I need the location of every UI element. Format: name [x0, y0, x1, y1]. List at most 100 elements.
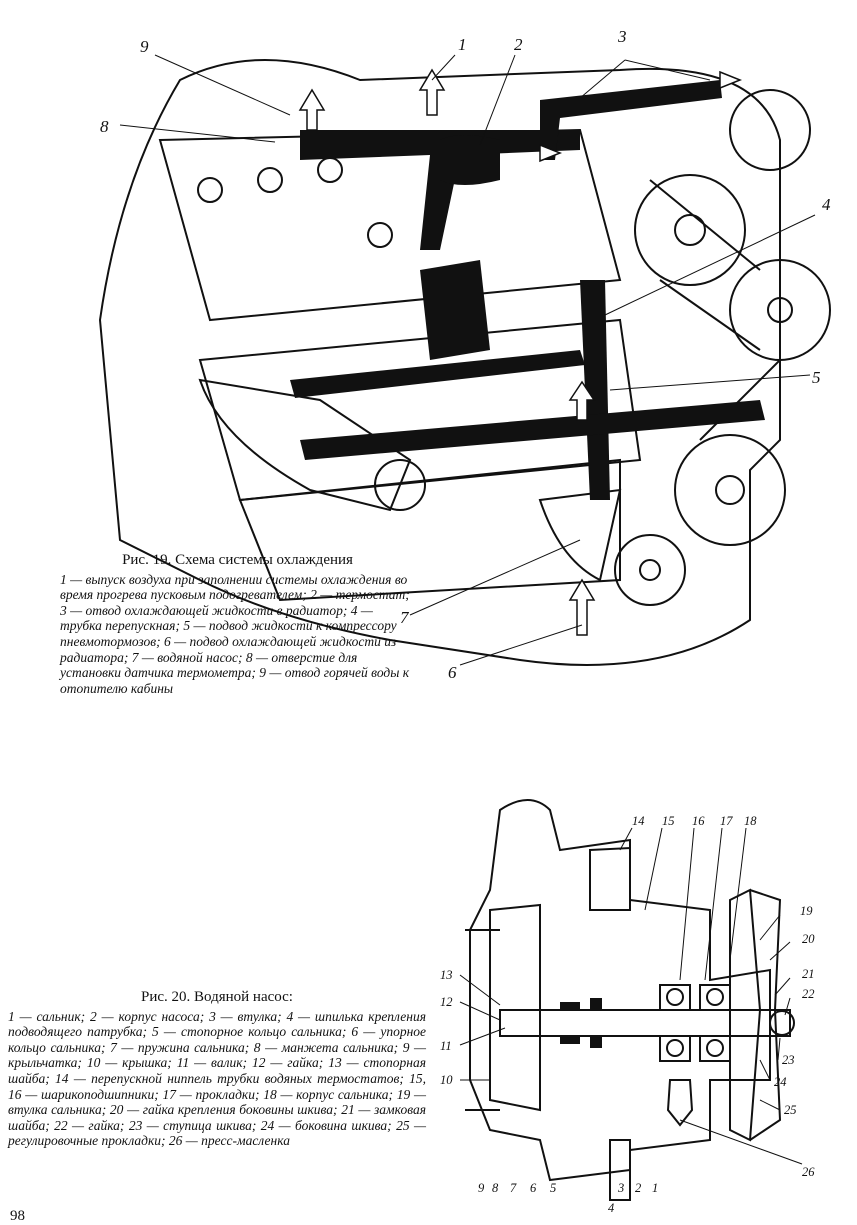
fig20-legend-text: — манжета сальника;	[260, 1039, 403, 1055]
fig20-legend-number: 22	[54, 1117, 68, 1133]
fig20-legend-number: 26	[168, 1133, 183, 1149]
fig20-legend-entry: 19 — втулка сальника;	[8, 1087, 426, 1118]
fig20-legend-entry: 18 — корпус сальника;	[263, 1087, 397, 1102]
fig20-callout-1: 1	[652, 1181, 658, 1195]
fig20-legend-entry: 9 — крыльчатка;	[8, 1040, 426, 1071]
fig19-callout-1: 1	[458, 35, 467, 54]
figure-19-legend: 1 — выпуск воздуха при заполнении систем…	[60, 572, 410, 696]
fig20-legend-number: 20	[109, 1102, 124, 1118]
fig20-legend-entry: 26 — пресс-масленка	[169, 1133, 290, 1148]
fig19-callout-6: 6	[448, 663, 457, 682]
fig20-legend-text: — крышка;	[100, 1055, 177, 1071]
fig20-legend-entry: 5 — стопорное кольцо сальника;	[152, 1024, 351, 1039]
fig19-callout-4: 4	[822, 195, 831, 214]
fig20-legend-text: — ступица шкива;	[142, 1117, 261, 1133]
fig19-legend-text: — трубка перепускная;	[60, 602, 373, 634]
fig19-legend-text: — термостат;	[316, 587, 410, 603]
fig19-legend-number: 2	[310, 587, 317, 603]
fig20-legend-number: 9	[402, 1039, 410, 1055]
page-number: 98	[10, 1208, 25, 1224]
fig20-legend-text: — гайка;	[67, 1117, 129, 1133]
fig19-legend-number: 9	[259, 665, 266, 681]
fig20-callout-13: 13	[440, 968, 453, 982]
fig19-callout-8: 8	[100, 117, 109, 136]
fig20-legend-number: 18	[263, 1086, 277, 1102]
fig20-legend-text: — пружина сальника;	[116, 1039, 254, 1055]
figure-19-caption: Рис. 19. Схема системы охлаждения 1 — вы…	[60, 552, 415, 696]
fig20-legend-text: — пресс-масленка	[182, 1133, 290, 1149]
fig20-callout-22: 22	[802, 987, 815, 1001]
fig20-callout-4: 4	[608, 1201, 614, 1215]
fig20-legend-entry: 23 — ступица шкива;	[129, 1118, 261, 1133]
fig20-legend-text: — сальник;	[14, 1008, 91, 1024]
fig20-legend-text: — боковина шкива;	[274, 1117, 397, 1133]
fig19-legend-text: — подвод жидкости к компрессору пневмото…	[60, 618, 397, 649]
fig19-callout-2: 2	[514, 35, 523, 54]
fig20-legend-text: — регулировочные прокладки;	[8, 1117, 426, 1149]
fig19-legend-text: — водяной насос;	[138, 649, 246, 665]
fig20-legend-number: 19	[396, 1086, 411, 1102]
fig20-legend-text: — валик;	[189, 1055, 252, 1071]
fig20-callout-7: 7	[510, 1181, 517, 1195]
fig20-legend-number: 3	[209, 1008, 216, 1024]
fig20-legend-text: — корпус сальника;	[276, 1086, 397, 1102]
fig20-legend-text: — гайка;	[265, 1055, 329, 1071]
fig20-callout-21: 21	[802, 967, 815, 981]
fig20-legend-text: — перепускной ниппель трубки водяных тер…	[68, 1070, 410, 1086]
fig20-legend-entry: 2 — корпус насоса;	[90, 1009, 209, 1024]
fig20-legend-entry: 24 — боковина шкива;	[261, 1118, 396, 1133]
fig20-legend-entry: 17 — прокладки;	[163, 1087, 264, 1102]
fig20-legend-number: 10	[86, 1055, 101, 1071]
fig20-legend-number: 2	[90, 1008, 97, 1024]
fig19-legend-text: — подвод охлаждающей жидкости из радиато…	[60, 633, 397, 665]
fig20-legend-number: 1	[8, 1008, 15, 1024]
fig19-legend-number: 4	[350, 602, 358, 618]
fig20-legend-text: — шарикоподшипники;	[21, 1086, 163, 1102]
fig20-legend-entry: 22 — гайка;	[54, 1118, 129, 1133]
fig19-legend-entry: 4 — трубка перепускная;	[60, 603, 373, 634]
fig20-legend-entry: 3 — втулка;	[209, 1009, 286, 1024]
fig19-legend-entry: 9 — отвод горячей воды к отопителю кабин…	[60, 665, 409, 696]
figure-19-title: Рис. 19. Схема системы охлаждения	[122, 552, 353, 568]
fig19-legend-entry: 3 — отвод охлаждающей жидкости в радиато…	[60, 603, 351, 618]
fig20-callout-6: 6	[530, 1181, 537, 1195]
fig20-legend-text: — втулка;	[215, 1008, 287, 1024]
fig20-legend-text: — втулка сальника;	[8, 1086, 426, 1118]
fig20-legend-number: 25	[396, 1117, 410, 1133]
fig20-callout-24: 24	[774, 1075, 787, 1089]
fig19-legend-number: 6	[164, 633, 171, 649]
fig20-callout-23: 23	[782, 1053, 795, 1067]
fig20-legend-entry: 20 — гайка крепления боковины шкива;	[110, 1102, 341, 1117]
fig20-callout-15: 15	[662, 814, 675, 828]
fig19-legend-entry: 2 — термостат;	[310, 587, 410, 602]
fig20-legend-entry: 15, 16 — шарикоподшипники;	[8, 1071, 426, 1102]
fig20-legend-number: 12	[251, 1055, 266, 1071]
figure-20-title: Рис. 20. Водяной насос:	[141, 989, 293, 1005]
fig19-legend-number: 3	[60, 602, 67, 618]
fig20-callout-10: 10	[440, 1073, 453, 1087]
fig19-legend-entry: 5 — подвод жидкости к компрессору пневмо…	[60, 618, 397, 649]
fig20-legend-entry: 10 — крышка;	[87, 1055, 177, 1070]
fig19-legend-text: — отвод горячей воды к отопителю кабины	[60, 665, 410, 696]
fig19-callout-5: 5	[812, 368, 821, 387]
fig19-callout-9: 9	[140, 37, 149, 56]
fig20-legend-number: 5	[152, 1024, 159, 1040]
fig19-legend-text: — отвод охлаждающей жидкости в радиатор;	[66, 602, 351, 618]
fig20-callout-18: 18	[744, 814, 757, 828]
fig20-legend-text: — гайка крепления боковины шкива;	[123, 1102, 342, 1118]
fig20-legend-entry: 1 — сальник;	[8, 1009, 90, 1024]
fig20-legend-number: 24	[260, 1117, 275, 1133]
fig20-legend-entry: 7 — пружина сальника;	[110, 1040, 254, 1055]
fig20-callout-26: 26	[802, 1165, 815, 1179]
fig20-legend-number: 6	[351, 1024, 359, 1040]
fig20-legend-text: — корпус насоса;	[96, 1008, 210, 1024]
fig19-legend-entry: 8 — отверстие для установки датчика терм…	[60, 650, 357, 681]
fig19-legend-number: 1	[60, 571, 67, 587]
fig20-legend-entry: 8 — манжета сальника;	[254, 1040, 403, 1055]
fig20-callout-3: 3	[617, 1181, 624, 1195]
fig20-legend-entry: 11 — валик;	[177, 1055, 252, 1070]
fig20-legend-entry: 14 — перепускной ниппель трубки водяных …	[55, 1071, 409, 1086]
fig20-legend-entry: 21 — замковая шайба;	[8, 1102, 426, 1133]
fig20-callout-9: 9	[478, 1181, 485, 1195]
fig20-legend-number: 21	[341, 1102, 355, 1118]
